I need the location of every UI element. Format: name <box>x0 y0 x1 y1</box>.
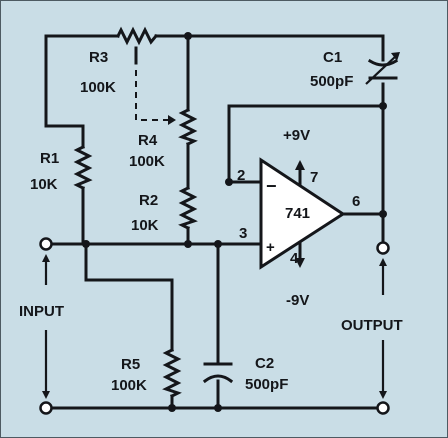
r4-potentiometer <box>178 107 198 147</box>
resistor-icon <box>73 144 93 191</box>
output-label: OUTPUT <box>341 317 403 334</box>
c1-ref-label: C1 <box>323 49 342 66</box>
r5-resistor <box>162 347 182 399</box>
arrow-icon <box>295 258 305 268</box>
io-arrows <box>42 254 387 399</box>
junction-dot-icon <box>184 32 192 40</box>
r2-ref-label: R2 <box>139 192 158 209</box>
junction-dot-icon <box>184 240 192 248</box>
r3-r4-gang-link <box>135 70 168 121</box>
r1-ref-label: R1 <box>40 150 59 167</box>
r5-ref-label: R5 <box>121 356 140 373</box>
junction-dot-icon <box>168 404 176 412</box>
terminal-icon <box>376 241 390 255</box>
r3-ref-label: R3 <box>89 49 108 66</box>
positive-supply-label: +9V <box>283 127 310 144</box>
junction-dot-icon <box>225 178 233 186</box>
pin-4-label: 4 <box>290 250 299 267</box>
junction-dot-icon <box>82 240 90 248</box>
pin-3-label: 3 <box>239 225 247 242</box>
r1-value-label: 10K <box>30 176 58 193</box>
pin-6-label: 6 <box>352 193 360 210</box>
op-amp-part-label: 741 <box>285 205 310 222</box>
c1-variable-capacitor <box>365 52 400 85</box>
junction-dot-icon <box>379 210 387 218</box>
op-amp-icon <box>259 157 346 270</box>
junction-dot-icon <box>214 240 222 248</box>
resistor-icon <box>178 185 198 231</box>
terminal-icon <box>39 401 53 415</box>
terminal-icon <box>39 237 53 251</box>
op-amp-741 <box>259 157 346 270</box>
c2-capacitor <box>202 362 234 384</box>
c2-value-label: 500pF <box>245 376 288 393</box>
r1-resistor <box>73 144 93 191</box>
input-label: INPUT <box>19 303 64 320</box>
r3-variable-resistor <box>115 26 176 125</box>
r2-value-label: 10K <box>131 217 159 234</box>
c1-value-label: 500pF <box>310 73 353 90</box>
variable-capacitor-icon <box>367 58 399 67</box>
negative-supply-label: -9V <box>286 292 309 309</box>
pin-2-label: 2 <box>237 167 245 184</box>
op-amp-inverting-sign: − <box>266 176 277 196</box>
variable-resistor-icon <box>115 26 159 46</box>
potentiometer-icon <box>178 107 198 147</box>
junction-dot-icon <box>379 102 387 110</box>
labels: R3 100K R4 100K R1 10K R2 10K R5 100K C1… <box>19 49 403 394</box>
pin-7-label: 7 <box>310 169 318 186</box>
arrow-icon <box>295 160 305 170</box>
r4-ref-label: R4 <box>138 132 158 149</box>
r4-value-label: 100K <box>129 153 165 170</box>
r3-value-label: 100K <box>80 79 116 96</box>
resistor-icon <box>162 347 182 399</box>
op-amp-noninverting-sign: + <box>266 239 275 256</box>
junction-dot-icon <box>214 404 222 412</box>
r2-resistor <box>178 185 198 231</box>
terminals <box>39 237 390 415</box>
c2-ref-label: C2 <box>255 355 274 372</box>
arrow-icon <box>168 115 176 125</box>
r5-value-label: 100K <box>111 377 147 394</box>
junctions <box>82 32 387 412</box>
terminal-icon <box>376 401 390 415</box>
